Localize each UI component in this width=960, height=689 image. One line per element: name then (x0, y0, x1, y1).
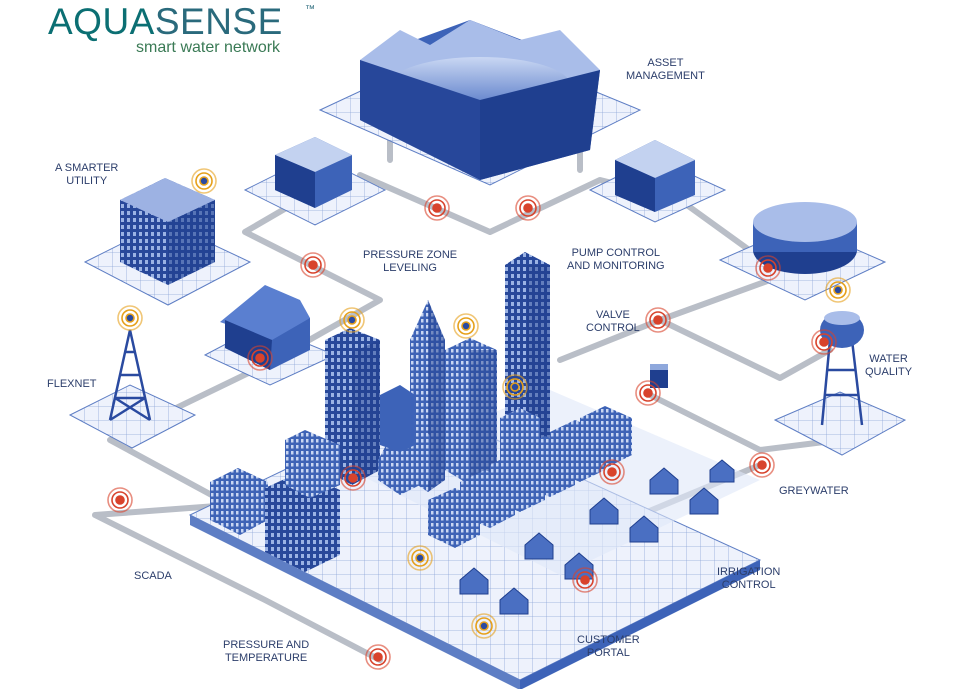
radio-node (453, 313, 479, 339)
radio-node (502, 374, 528, 400)
label-flexnet: FLEXNET (47, 378, 97, 390)
meter-sensor (300, 252, 326, 278)
brand-trademark: ™ (305, 4, 315, 15)
suburb-houses (459, 459, 735, 615)
storage-tank (718, 202, 887, 301)
meter-sensor (755, 255, 781, 281)
meter-sensor (340, 465, 366, 491)
brand-name-part1: AQUA (48, 1, 155, 42)
sensor-nodes (107, 168, 851, 670)
reservoir (318, 20, 642, 186)
radio-node (191, 168, 217, 194)
brand-name-part2: SENSE (154, 1, 283, 42)
label-scada: SCADA (134, 570, 172, 582)
pump-house-left (243, 137, 387, 226)
radio-node (825, 277, 851, 303)
brand-tagline: smart water network (136, 39, 281, 56)
meter-sensor (515, 195, 541, 221)
meter-sensor (107, 487, 133, 513)
city-blocks (210, 406, 632, 572)
water-tower (773, 311, 907, 456)
brand-logo: AQUASENSE (48, 2, 283, 42)
meter-sensor (247, 345, 273, 371)
meter-sensor (635, 380, 661, 406)
meter-sensor (424, 195, 450, 221)
house (203, 285, 337, 386)
label-greywater: GREYWATER (779, 485, 849, 497)
radio-node (407, 545, 433, 571)
radio-node (471, 613, 497, 639)
meter-sensor (599, 459, 625, 485)
meter-sensor (749, 452, 775, 478)
pump-house-right (588, 140, 727, 223)
meter-sensor (645, 307, 671, 333)
meter-sensor (572, 567, 598, 593)
meter-sensor (811, 329, 837, 355)
radio-node (117, 305, 143, 331)
meter-sensor (365, 644, 391, 670)
utility-building (83, 178, 252, 306)
radio-node (339, 307, 365, 333)
valve-box (650, 364, 668, 388)
